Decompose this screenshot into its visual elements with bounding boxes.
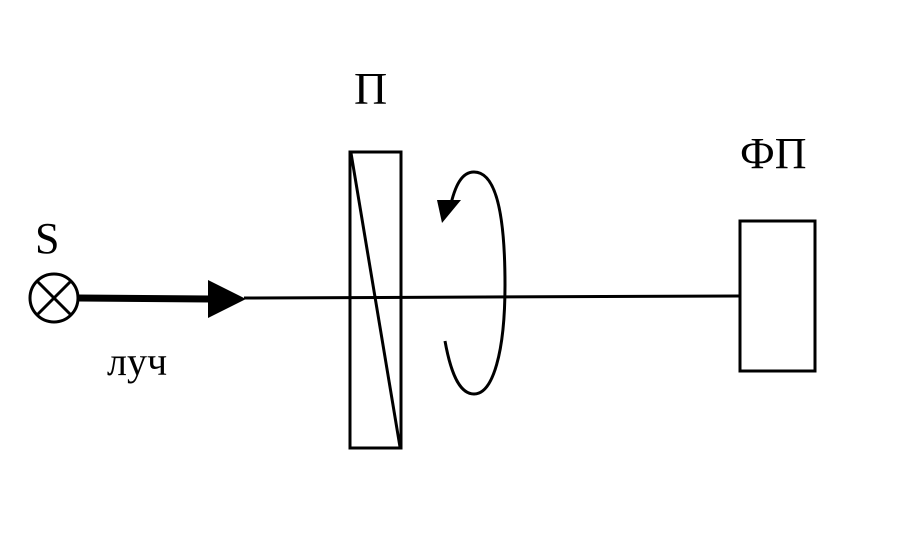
polarizer-label: П	[354, 63, 387, 114]
photodetector-label: ФП	[740, 129, 807, 178]
rotation-arrow-icon	[437, 170, 507, 396]
beam-thick-segment	[77, 294, 211, 303]
polarizer	[348, 150, 403, 450]
ray-label: луч	[107, 339, 167, 384]
photodetector	[738, 219, 817, 373]
source-label: S	[35, 214, 59, 263]
beam-thin-segment	[243, 294, 741, 300]
beam-arrowhead-icon	[208, 280, 246, 318]
light-source-icon	[28, 272, 80, 324]
